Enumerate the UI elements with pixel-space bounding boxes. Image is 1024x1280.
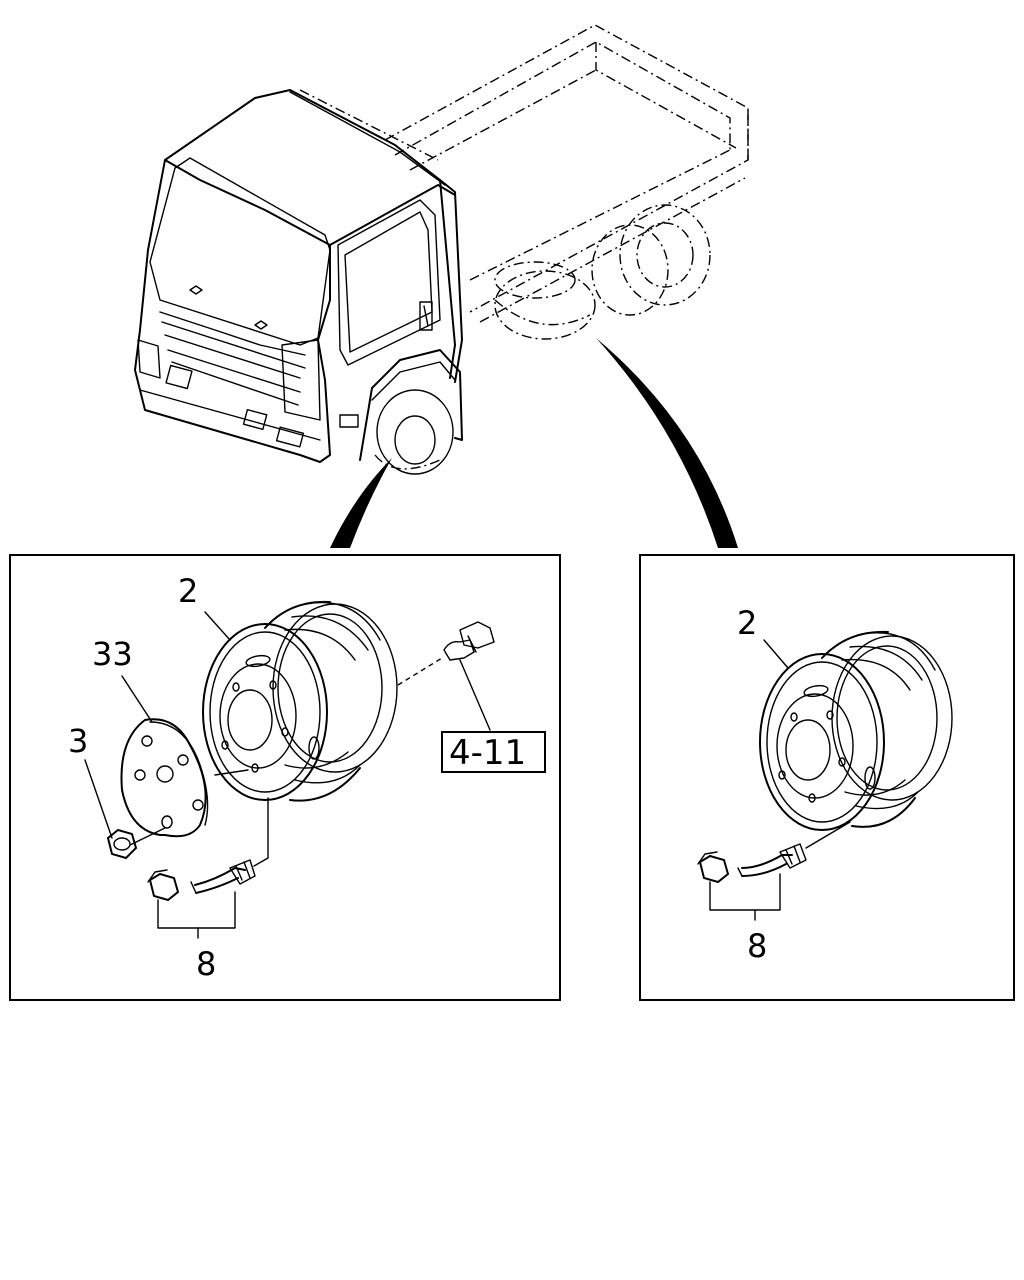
left-leader-lines [84, 611, 491, 939]
left-panel-frame [9, 554, 561, 1001]
pointer-rear-wheel [596, 338, 738, 548]
left-hub-cap [120, 718, 209, 838]
right-leader-lines [709, 639, 789, 921]
label-wheel-disc: 2 [178, 572, 198, 610]
right-panel-frame [639, 554, 1015, 1001]
left-hub-bolt [397, 621, 495, 686]
truck-illustration [134, 24, 749, 475]
reference-box: 4-11 [441, 731, 546, 773]
right-labels: 2 8 [737, 604, 767, 965]
label-wheel-disc: 2 [737, 604, 757, 642]
front-wheel [359, 349, 463, 475]
label-valve-nut-set: 8 [196, 945, 216, 983]
truck-cab [134, 89, 463, 463]
cargo-bed [384, 24, 749, 323]
label-hub-cap: 33 [92, 635, 133, 673]
pointer-front-wheel [330, 458, 392, 548]
rear-wheels [494, 204, 711, 340]
right-wheel-disc [759, 630, 953, 831]
label-nut: 3 [68, 722, 88, 760]
label-valve-nut-set: 8 [747, 927, 767, 965]
left-labels: 2 33 3 8 [68, 572, 216, 983]
left-wheel-disc [202, 600, 398, 802]
right-valve-set [697, 821, 851, 884]
reference-label: 4-11 [449, 733, 526, 773]
left-nut [106, 828, 138, 860]
left-valve-set [147, 797, 269, 902]
